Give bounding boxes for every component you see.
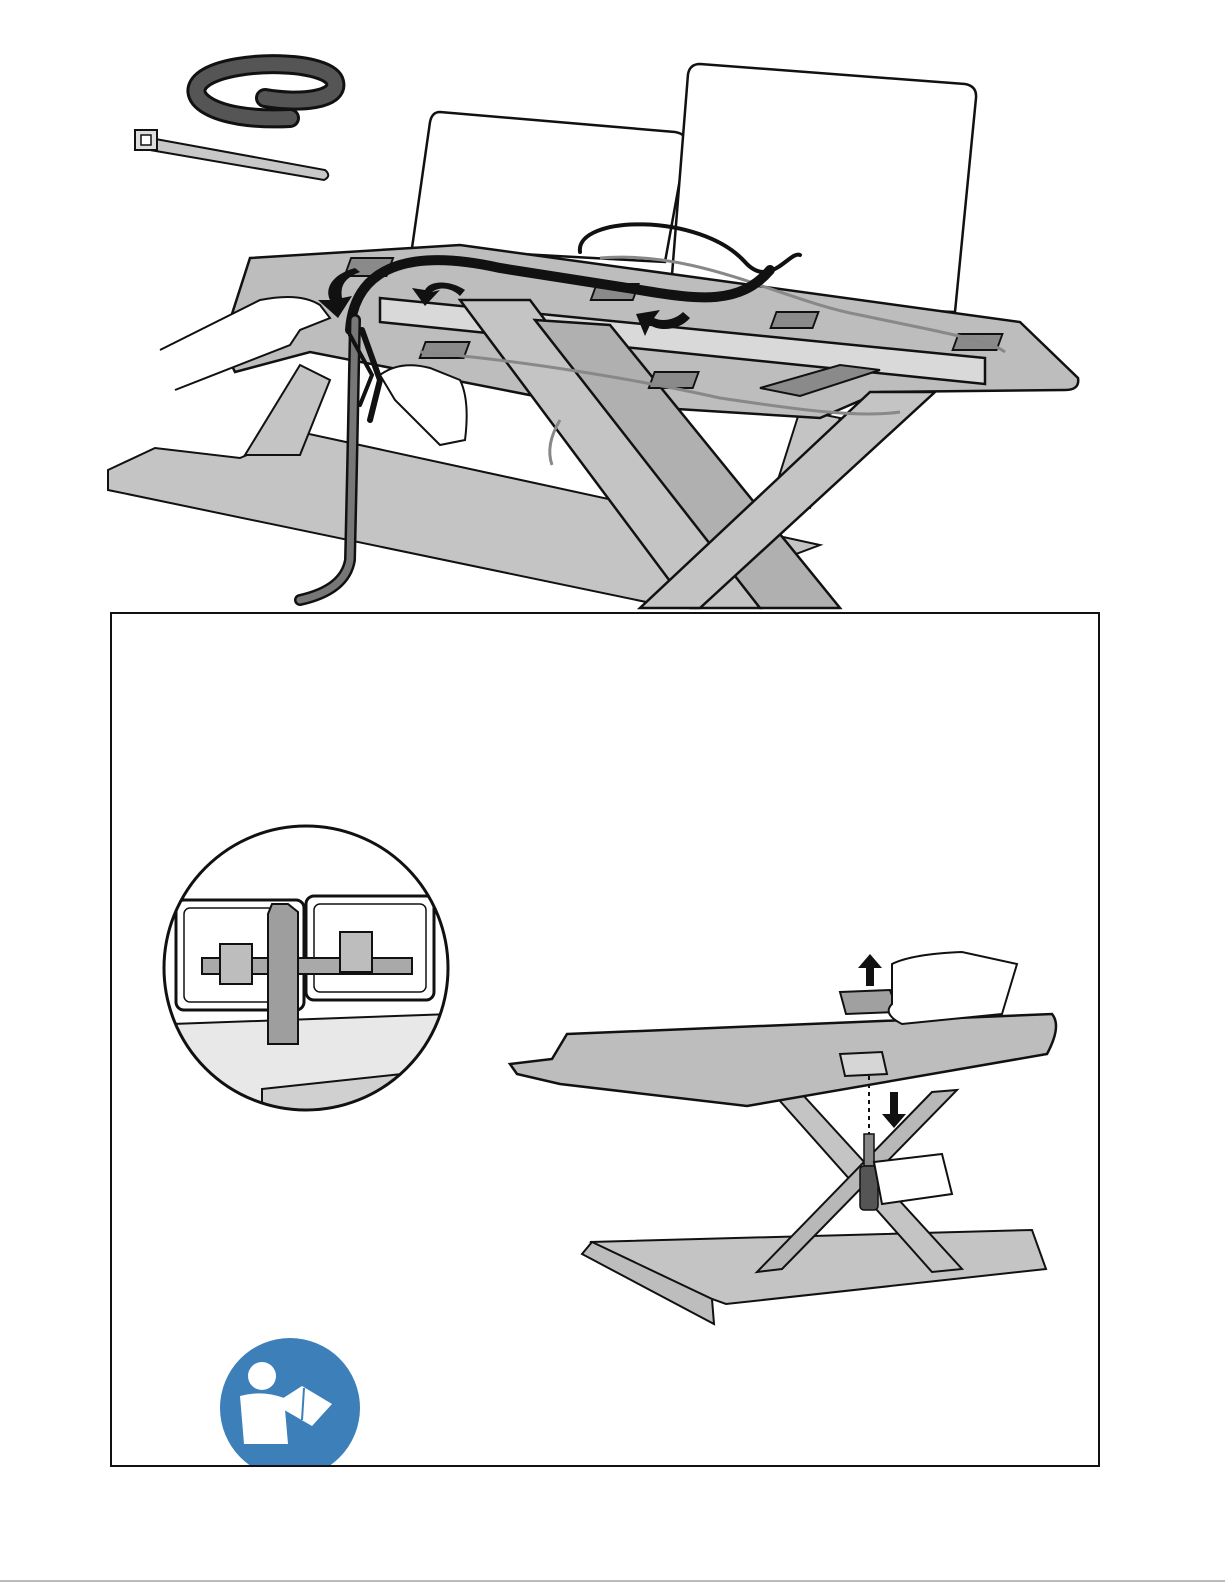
- step-panel: [110, 612, 1100, 1467]
- desk-riser-icon: [510, 952, 1056, 1324]
- monitor-left: [412, 112, 686, 262]
- step-panel-illustrations: [112, 614, 1098, 1465]
- footer-rule: [0, 1580, 1225, 1582]
- cable-tie-icon: [135, 130, 328, 180]
- monitor-right: [670, 64, 976, 312]
- read-manual-icon: [220, 1338, 360, 1465]
- clamp-detail-icon: [152, 814, 472, 1134]
- cable-sleeve-icon: [196, 64, 335, 118]
- cable-routing-illustration: [0, 0, 1225, 612]
